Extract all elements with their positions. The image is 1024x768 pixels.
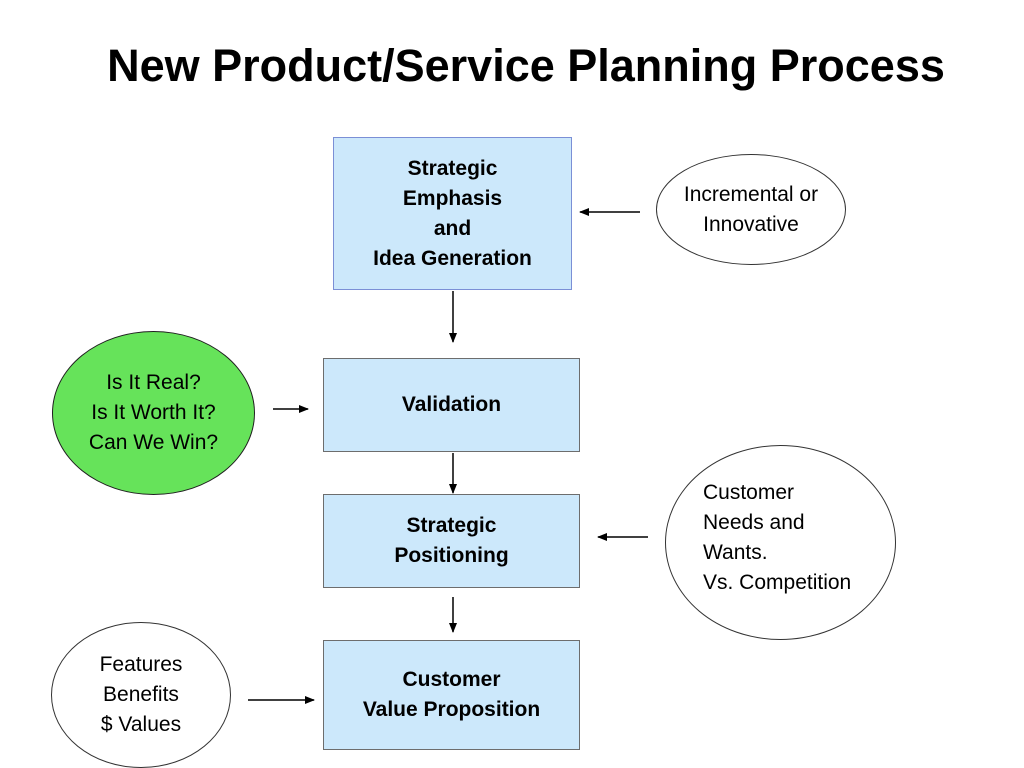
box-line: Idea Generation	[373, 246, 532, 270]
incremental-or-innovative-ellipse: Incremental or Innovative	[656, 154, 846, 265]
ellipse-line: Is It Worth It?	[91, 401, 216, 424]
strategic-positioning-box: Strategic Positioning	[323, 494, 580, 588]
ellipse-line: Incremental or	[683, 182, 819, 206]
ellipse-line: Features	[99, 653, 183, 676]
ellipse-line: Vs. Competition	[703, 571, 852, 594]
ellipse-line: Can We Win?	[88, 431, 219, 454]
box-line: Value Proposition	[362, 698, 541, 721]
validation-box: Validation	[323, 358, 580, 452]
ellipse-line: Wants.	[703, 541, 768, 564]
ellipse-line: Needs and	[703, 511, 805, 534]
validation-questions-ellipse: Is It Real? Is It Worth It? Can We Win?	[52, 331, 255, 495]
box-line: and	[433, 216, 472, 240]
customer-needs-ellipse: Customer Needs and Wants. Vs. Competitio…	[665, 445, 896, 640]
features-benefits-ellipse: Features Benefits $ Values	[51, 622, 231, 768]
box-line: Emphasis	[402, 186, 503, 210]
box-line: Customer	[402, 668, 501, 691]
page-title: New Product/Service Planning Process	[107, 40, 945, 91]
strategic-emphasis-box: Strategic Emphasis and Idea Generation	[333, 137, 572, 290]
customer-value-proposition-box: Customer Value Proposition	[323, 640, 580, 750]
ellipse-line: $ Values	[100, 713, 182, 736]
ellipse-line: Benefits	[103, 683, 179, 706]
ellipse-line: Customer	[703, 481, 795, 504]
box-line: Positioning	[394, 544, 509, 567]
ellipse-line: Is It Real?	[106, 371, 201, 394]
ellipse-line: Innovative	[703, 212, 799, 236]
box-line: Validation	[401, 393, 502, 416]
box-line: Strategic	[406, 514, 497, 537]
box-line: Strategic	[407, 156, 498, 180]
